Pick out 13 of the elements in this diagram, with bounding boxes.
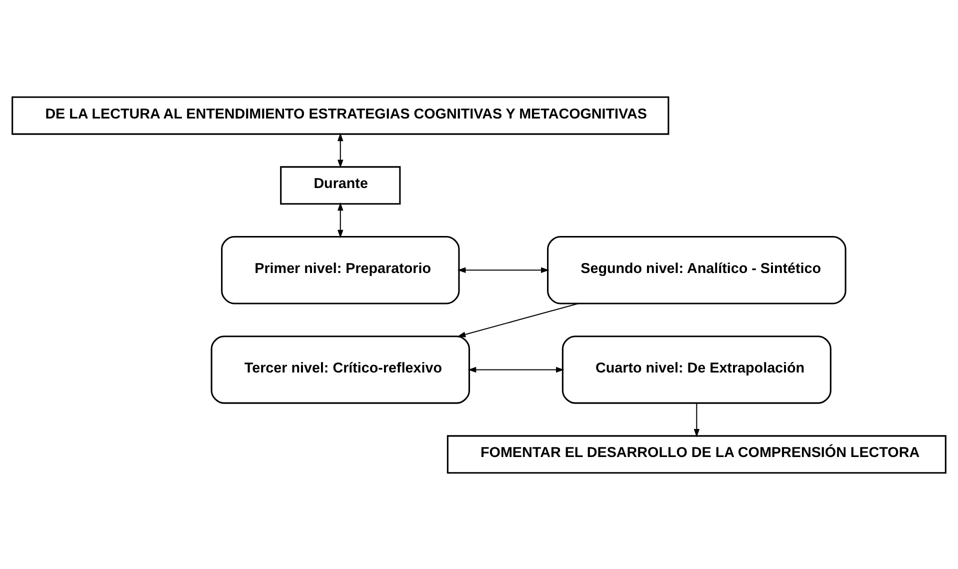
arrow (338, 202, 344, 238)
node-box: Tercer nivel: Crítico-reflexivo (210, 335, 470, 404)
node-box: FOMENTAR EL DESARROLLO DE LA COMPRENSIÓN LECTORA (446, 434, 946, 474)
node-box: DE LA LECTURA AL ENTENDIMIENTO ESTRATEGIAS COGNITIVAS Y METACOGNITIVAS (12, 96, 670, 134)
node-box: Durante (280, 166, 401, 204)
arrow (338, 132, 344, 168)
node-box: Cuarto nivel: De Extrapolación (562, 335, 832, 404)
arrow (457, 302, 579, 337)
arrow (694, 402, 700, 437)
node-box: Primer nivel: Preparatorio (221, 235, 460, 304)
arrow (457, 266, 550, 272)
node-box: Segundo nivel: Analítico - Sintético (547, 235, 846, 304)
arrow (468, 366, 564, 372)
